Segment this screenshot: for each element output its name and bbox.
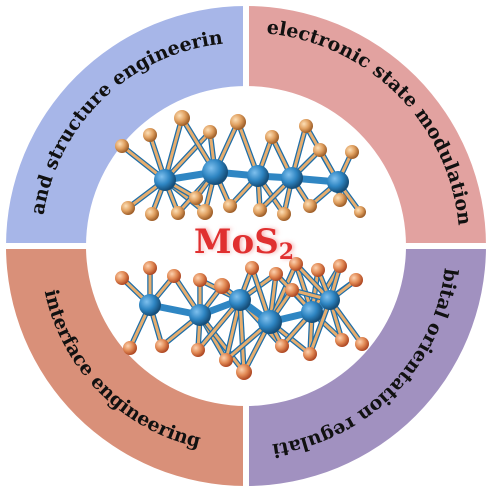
sulfur-atom [189,191,203,205]
sulfur-atom [313,143,327,157]
molybdenum-atom [258,310,282,334]
sulfur-atom [345,145,359,159]
sulfur-atom [203,125,217,139]
quadrant-band-structure [6,6,246,246]
mos2-label: MoS2 [194,222,294,265]
quadrant-interface-engineering [6,246,246,486]
mos2-bottom-layer-structure [115,257,369,380]
molybdenum-atom [202,159,228,185]
molybdenum-atom [139,294,161,316]
sulfur-atom [115,139,129,153]
sulfur-atom [236,364,252,380]
sulfur-atom [219,353,233,367]
svg-text:MoS2: MoS2 [196,222,296,265]
center-title: MoS2 MoS2 [194,222,296,265]
sulfur-atom [333,193,347,207]
sulfur-atom [171,206,185,220]
sulfur-atom [269,267,283,281]
molybdenum-atom [320,290,340,310]
sulfur-atom [223,199,237,213]
molybdenum-atom [281,167,303,189]
molybdenum-atom [189,304,211,326]
sulfur-atom [155,339,169,353]
sulfur-atom [299,119,313,133]
sulfur-atom [355,337,369,351]
sulfur-atom [115,271,129,285]
ring [2,2,490,490]
sulfur-atom [285,283,299,297]
sulfur-atom [230,114,246,130]
sulfur-atom [214,278,230,294]
sulfur-atom [174,110,190,126]
sulfur-atom [123,341,137,355]
sulfur-atom [333,259,347,273]
sulfur-atom [349,273,363,287]
molybdenum-atom [247,165,269,187]
sulfur-atom [354,206,366,218]
sulfur-atom [193,273,207,287]
sulfur-atom [167,269,181,283]
molybdenum-atom [229,289,251,311]
sulfur-atom [289,257,303,271]
quadrant-electronic-state [246,6,486,246]
mos2-top-layer-structure [115,110,366,221]
sulfur-atom [311,263,325,277]
sulfur-atom [335,333,349,347]
quadrant-orbital-orientation [246,246,486,486]
sulfur-atom [191,343,205,357]
molybdenum-atom [327,171,349,193]
molybdenum-atom [301,301,323,323]
sulfur-atom [121,201,135,215]
sulfur-atom [197,204,213,220]
sulfur-atom [143,261,157,275]
sulfur-atom [275,339,289,353]
sulfur-atom [245,261,259,275]
sulfur-atom [143,128,157,142]
sulfur-atom [253,203,267,217]
sulfur-atom [277,207,291,221]
molybdenum-atom [154,169,176,191]
sulfur-atom [265,130,279,144]
sulfur-atom [145,207,159,221]
sulfur-atom [303,347,317,361]
sulfur-atom [303,199,317,213]
